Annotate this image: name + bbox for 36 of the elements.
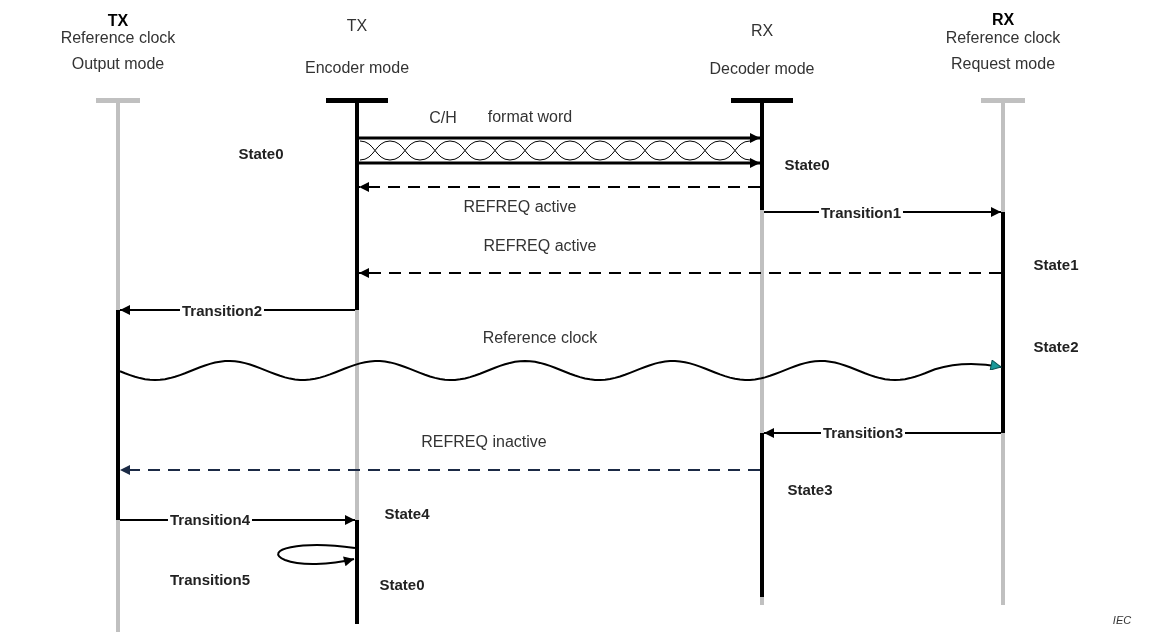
activation-bar xyxy=(116,310,120,520)
wave-arrow xyxy=(119,359,1002,381)
lifeline-title: RX xyxy=(749,21,775,41)
activation-bar xyxy=(355,520,359,624)
edge-label: REFREQ active xyxy=(462,198,578,216)
activation-bar xyxy=(1001,212,1005,433)
lifeline-title: Reference clock Output mode xyxy=(59,28,177,74)
edge-label: Reference clock xyxy=(481,329,599,347)
activation-bar xyxy=(760,100,764,210)
lifeline-title: Encoder mode xyxy=(303,58,411,78)
lifeline-title: RX xyxy=(990,10,1016,30)
lifeline-title: Decoder mode xyxy=(708,59,816,79)
edge-label: REFREQ inactive xyxy=(420,433,548,451)
message-label: C/H xyxy=(428,109,458,127)
arrow xyxy=(359,158,760,168)
state-label: State2 xyxy=(1032,337,1080,355)
lifeline-title: TX xyxy=(106,11,130,31)
activation-bar xyxy=(355,100,359,310)
state-label: State0 xyxy=(783,155,831,173)
state-label: State3 xyxy=(786,480,834,498)
arrow xyxy=(359,133,760,143)
dashed-arrow xyxy=(358,182,761,192)
lifeline-title: Reference clock Request mode xyxy=(944,28,1062,74)
state-label: State4 xyxy=(383,504,431,522)
state-label: State0 xyxy=(237,144,285,162)
activation-bar xyxy=(760,433,764,597)
dashed-arrow xyxy=(119,465,761,475)
state-label: State1 xyxy=(1032,255,1080,273)
loop-arrow xyxy=(277,544,356,567)
edge-label: REFREQ active xyxy=(482,237,598,255)
message-label: format word xyxy=(486,108,574,126)
source-note: IEC xyxy=(1111,614,1133,626)
state-label: State0 xyxy=(378,575,426,593)
lifeline-title: TX xyxy=(345,16,369,36)
dashed-arrow xyxy=(358,268,1002,278)
edge-label: Transition5 xyxy=(169,570,251,588)
